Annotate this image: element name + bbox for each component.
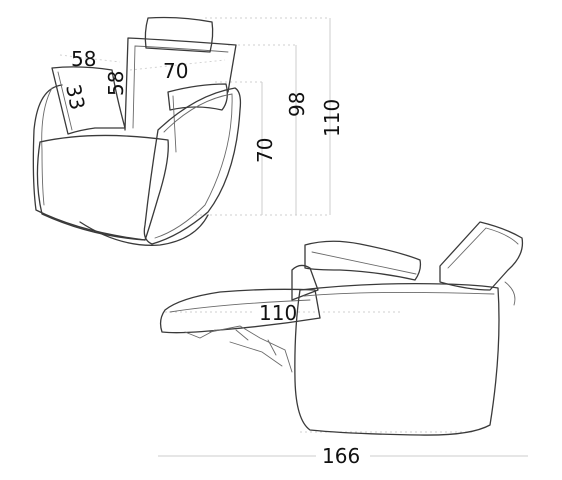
side-backrest — [291, 264, 319, 301]
headrest — [144, 16, 214, 53]
backrest-frame — [124, 37, 237, 131]
guide-headrest-width — [59, 54, 121, 63]
side-arm-body — [294, 282, 500, 436]
side-back-pillow — [304, 240, 422, 281]
dim-total-height: 110 — [320, 99, 344, 137]
reclined-headrest — [439, 221, 524, 291]
dim-arm-pillow-height: 33 — [61, 82, 90, 112]
dim-reclined-length: 166 — [322, 444, 360, 468]
dim-seat-width: 70 — [163, 59, 188, 83]
side-arm-seam — [303, 291, 495, 297]
dim-arm-height: 70 — [253, 138, 277, 163]
side-pillow-seam — [311, 251, 417, 275]
right-arm — [143, 87, 242, 245]
footrest-seam — [169, 299, 311, 313]
left-back-pillow — [51, 66, 126, 135]
guide-seat-width — [129, 59, 226, 71]
rear-mechanism — [504, 281, 516, 306]
backrest-seam — [132, 45, 229, 129]
right-arm-seam — [154, 93, 233, 239]
recline-mechanism — [184, 325, 293, 373]
footrest — [159, 288, 321, 334]
recliner-side-view: 110 166 — [158, 221, 528, 468]
dim-seat-depth: 110 — [259, 301, 297, 325]
left-pillow-seam — [57, 71, 73, 131]
dim-back-height: 98 — [285, 92, 309, 117]
left-arm — [32, 84, 146, 241]
reclined-headrest-seam — [447, 227, 519, 269]
dim-headrest-height: 58 — [104, 71, 128, 96]
right-pillow-edge — [172, 95, 177, 153]
left-arm-seam — [41, 87, 53, 206]
dim-headrest-width: 58 — [71, 47, 96, 71]
seat-cushion — [36, 134, 169, 241]
right-back-pillow — [167, 83, 228, 111]
armchair-front-view: 58 70 58 33 70 98 110 — [32, 16, 344, 246]
